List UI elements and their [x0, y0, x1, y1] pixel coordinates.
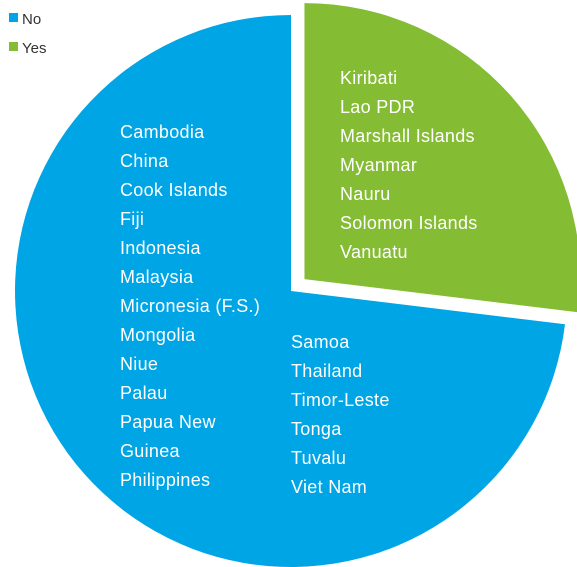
country-label: Lao PDR: [340, 97, 415, 117]
country-label: Solomon Islands: [340, 213, 478, 233]
pie-slice-no: [15, 15, 565, 567]
country-label: Nauru: [340, 184, 391, 204]
country-label: Tonga: [291, 419, 342, 439]
country-label: Guinea: [120, 441, 181, 461]
country-label: Tuvalu: [291, 448, 346, 468]
slice-labels-no: Cambodia China Cook Islands Fiji Indones…: [120, 122, 390, 497]
legend-label-yes: Yes: [22, 40, 46, 57]
slice-labels-yes: Kiribati Lao PDR Marshall Islands Myanma…: [340, 68, 478, 262]
legend-label-no: No: [22, 11, 41, 28]
country-label: Palau: [120, 383, 168, 403]
pie-slice-yes: [304, 3, 577, 313]
legend-swatch-no: [9, 13, 18, 22]
legend: No Yes: [9, 11, 46, 57]
country-label: Indonesia: [120, 238, 201, 258]
country-label: Niue: [120, 354, 158, 374]
country-label: China: [120, 151, 169, 171]
country-label: Papua New: [120, 412, 216, 432]
legend-swatch-yes: [9, 42, 18, 51]
country-label: Vanuatu: [340, 242, 408, 262]
country-label: Mongolia: [120, 325, 196, 345]
country-label: Micronesia (F.S.): [120, 296, 260, 316]
country-label: Malaysia: [120, 267, 194, 287]
country-label: Marshall Islands: [340, 126, 475, 146]
country-label: Kiribati: [340, 68, 397, 88]
country-label: Timor-Leste: [291, 390, 390, 410]
country-label: Cambodia: [120, 122, 205, 142]
country-label: Philippines: [120, 470, 210, 490]
country-label: Thailand: [291, 361, 362, 381]
country-label: Fiji: [120, 209, 144, 229]
country-label: Samoa: [291, 332, 350, 352]
country-label: Myanmar: [340, 155, 417, 175]
country-label: Viet Nam: [291, 477, 367, 497]
country-label: Cook Islands: [120, 180, 228, 200]
